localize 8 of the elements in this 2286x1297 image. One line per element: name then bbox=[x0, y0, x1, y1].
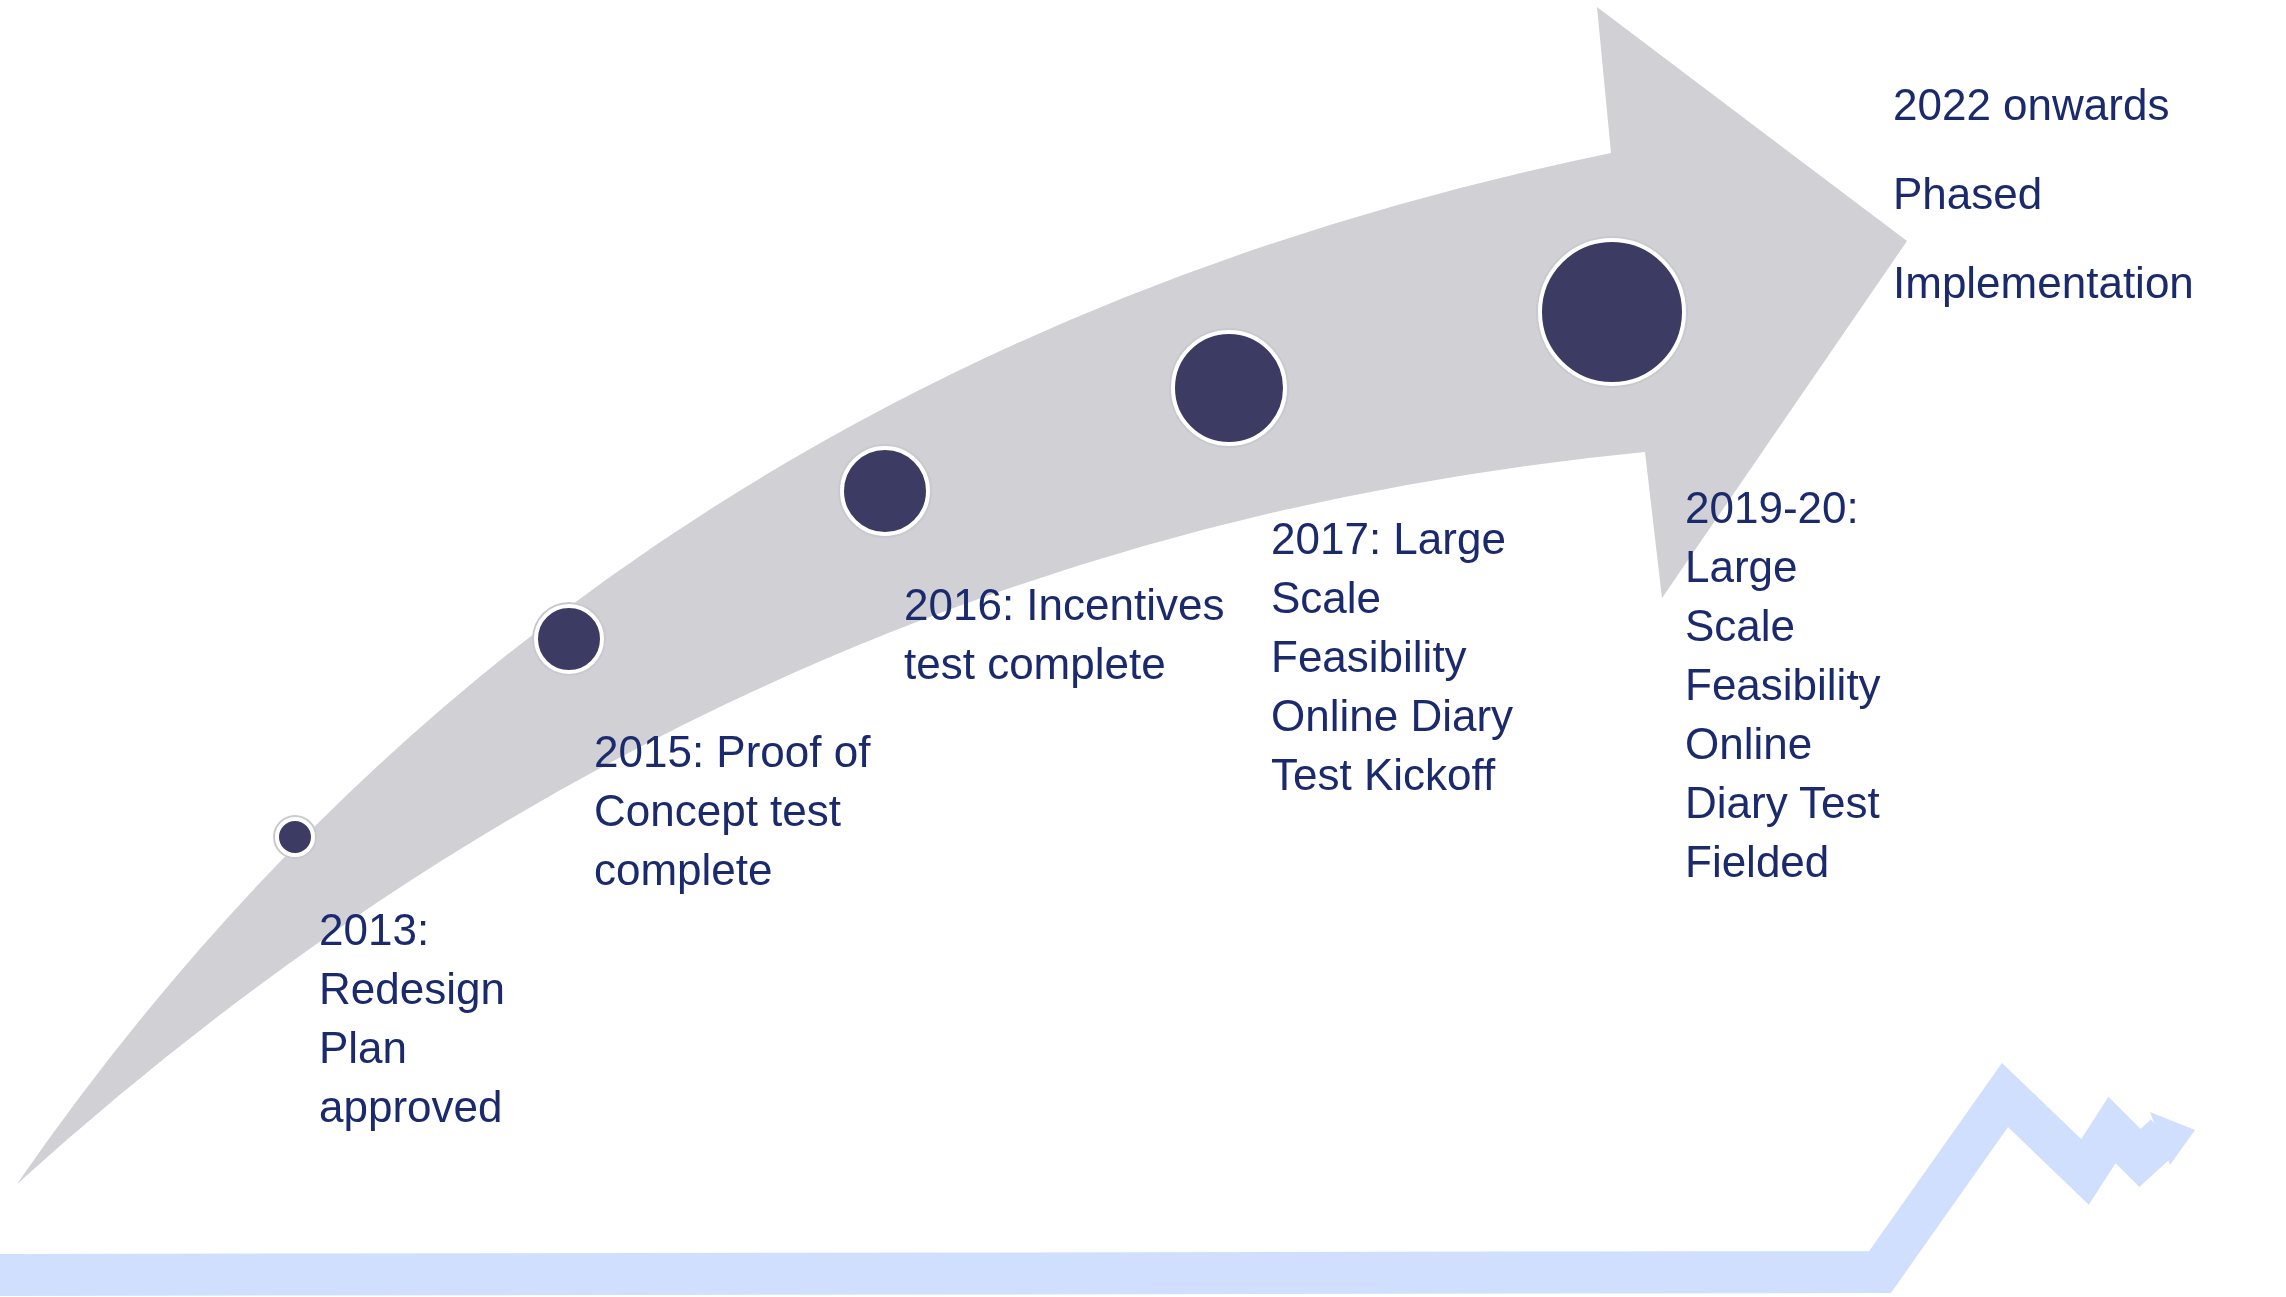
milestone-text: 2016: Incentives test complete bbox=[904, 579, 1226, 690]
milestone-dot bbox=[275, 817, 315, 857]
milestone-text: 2017: Large Scale Feasibility Online Diary Test Kickoff bbox=[1271, 513, 1515, 801]
milestone-text: 2015: Proof of Concept test complete bbox=[594, 726, 872, 896]
milestone-dot bbox=[534, 604, 604, 674]
milestone-text: 2022 onwards Phased Implementation bbox=[1893, 79, 2195, 309]
milestone-text: 2019-20: Large Scale Feasibility Online Diary Test Fielded bbox=[1685, 482, 1882, 888]
milestone-text: 2013: Redesign Plan approved bbox=[319, 904, 506, 1133]
